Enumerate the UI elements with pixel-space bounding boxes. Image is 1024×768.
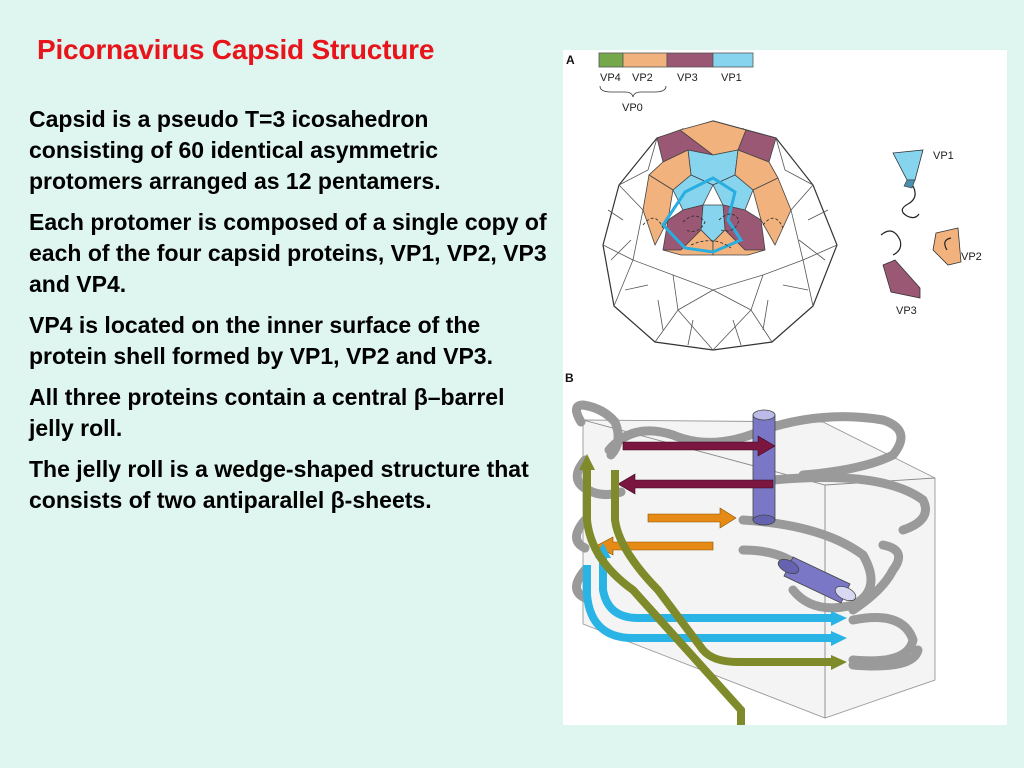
body-text: Capsid is a pseudo T=3 icosahedron consi… [29, 104, 549, 526]
paragraph-capsid: Capsid is a pseudo T=3 icosahedron consi… [29, 106, 441, 194]
legend-label-vp1: VP1 [721, 72, 742, 84]
panel-a-label: A [566, 53, 575, 67]
legend-label-vp3: VP3 [677, 72, 698, 84]
subunit-vp1: VP1 [892, 149, 954, 219]
slide-title: Picornavirus Capsid Structure [37, 34, 435, 65]
text-segment: The jelly roll is a wedge-shaped structu… [29, 456, 529, 513]
capsid-figure: A VP4 VP2 VP3 VP1 VP0 [563, 50, 1007, 725]
strand-olive-2 [611, 470, 847, 670]
subunit-label-vp1: VP1 [933, 150, 954, 162]
legend-swatch-vp1 [712, 52, 754, 68]
legend-label-vp2: VP2 [632, 72, 653, 84]
vp0-bracket [599, 85, 667, 98]
capsid-icosahedron [602, 120, 838, 351]
protein-legend: VP4 VP2 VP3 VP1 VP0 [598, 52, 754, 114]
paragraph-beta-barrel: All three proteins contain a central β–b… [29, 382, 549, 444]
legend-swatch-vp2 [622, 52, 668, 68]
paragraph-vp4: VP4 is located on the inner surface of t… [29, 312, 493, 369]
beta-symbol: β [413, 384, 428, 410]
subunit-label-vp3: VP3 [896, 305, 917, 317]
legend-label-vp4: VP4 [600, 72, 621, 84]
legend-label-vp0: VP0 [622, 102, 643, 114]
text-segment: –barrel jelly roll. [29, 384, 505, 441]
protomer-vp2 [712, 229, 766, 256]
text-segment: -sheets. [344, 487, 432, 513]
figure-canvas: A VP4 VP2 VP3 VP1 VP0 [565, 52, 982, 725]
subunit-vp3: VP3 [880, 230, 921, 317]
subunit-label-vp2: VP2 [961, 251, 982, 263]
legend-swatch-vp4 [598, 52, 624, 68]
helix-vertical [752, 409, 776, 526]
strand-cyan-2 [583, 565, 847, 646]
strand-olive-1 [579, 454, 745, 725]
protomer-vp2 [752, 177, 792, 246]
helix-diagonal [777, 556, 857, 604]
jelly-roll-diagram [572, 400, 936, 725]
legend-swatch-vp3 [666, 52, 714, 68]
strand-orange-1 [647, 507, 737, 529]
protomer-highlight [661, 176, 744, 254]
text-segment: All three proteins contain a central [29, 384, 414, 410]
paragraph-jelly-roll: The jelly roll is a wedge-shaped structu… [29, 454, 549, 516]
strand-maroon-2 [617, 473, 774, 495]
strand-maroon-1 [622, 435, 776, 457]
panel-b-label: B [565, 371, 574, 385]
paragraph-protomer: Each protomer is composed of a single co… [29, 209, 547, 297]
protomer-vp2 [642, 174, 674, 247]
subunit-vp2: VP2 [932, 227, 982, 266]
beta-symbol: β [330, 487, 345, 513]
